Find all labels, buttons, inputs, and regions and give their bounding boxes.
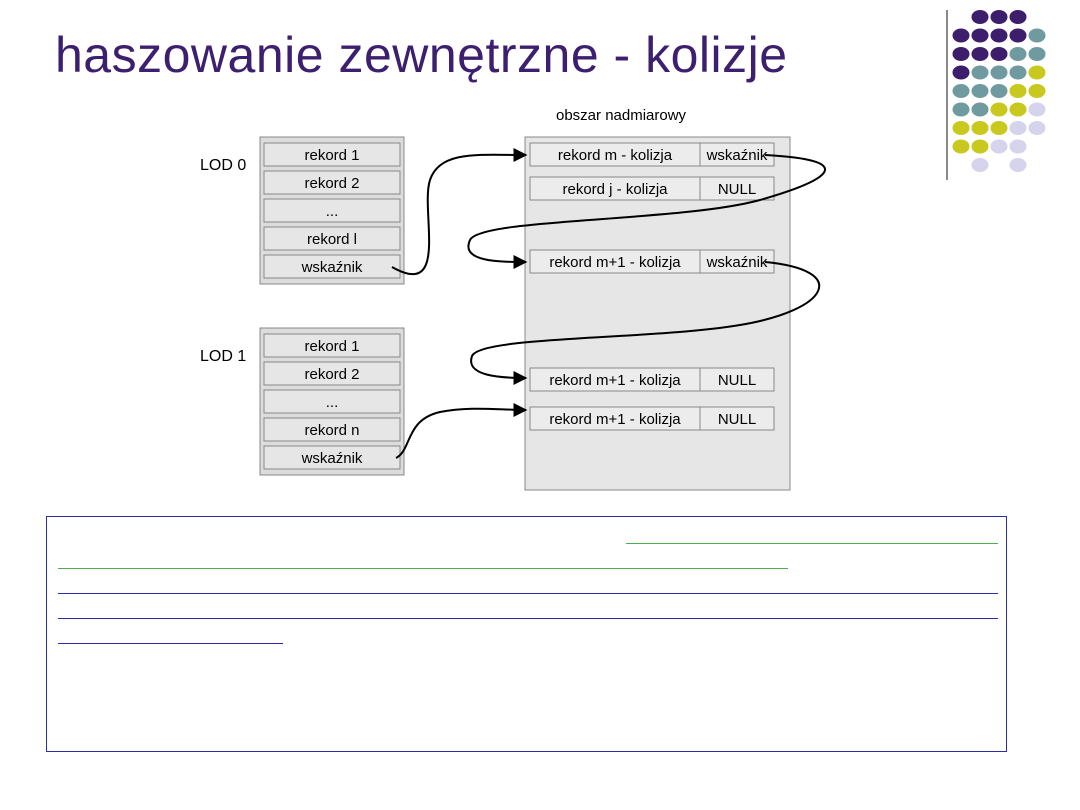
slide-title: haszowanie zewnętrzne - kolizje [55,27,788,83]
lod1-label: LOD 1 [200,348,246,365]
overflow-row-3-pointer [699,367,775,392]
decorative-dot [990,10,1008,24]
arrow-lod1-to-row-4 [395,402,528,459]
arrow-row-2-to-row-3 [470,261,820,385]
lod1-cell-3-text: rekord n [304,422,359,439]
overflow-row-1-pointer-text: NULL [718,181,756,198]
title-divider-line [946,10,948,180]
note-underline-4 [58,643,283,644]
lod0-cell-2 [263,198,401,223]
lod1-cell-2 [263,389,401,414]
decorative-dot [971,28,989,43]
overflow-row-0-pointer [699,142,775,167]
decorative-dot-grid [952,10,1046,172]
decorative-dot [1009,121,1027,135]
decorative-dot [952,139,970,154]
lod0-cell-0-text: rekord 1 [304,147,359,164]
lod0-bucket: rekord 1 rekord 2 ... rekord l wskaźnik [259,136,405,285]
overflow-area: rekord m - kolizja wskaźnik rekord j - k… [524,136,791,491]
overflow-row-3-pointer-text: NULL [718,372,756,389]
overflow-row-4-record-text: rekord m+1 - kolizja [549,411,681,428]
decorative-dot [971,102,989,117]
lod0-cell-4-text: wskaźnik [301,259,363,276]
overflow-row-0-record-text: rekord m - kolizja [558,147,673,164]
lod1-cell-4-text: wskaźnik [301,450,363,467]
decorative-dot [1009,28,1027,43]
lod1-cell-0 [263,333,401,358]
notes-box [46,516,1007,752]
note-underline-2 [58,593,998,594]
decorative-dot [1009,139,1027,154]
overflow-row-0-pointer-text: wskaźnik [706,147,768,164]
note-underline-3 [58,618,998,619]
decorative-dot [1028,84,1046,98]
overflow-row-1-pointer [699,176,775,201]
lod0-cell-2-text: ... [326,203,339,220]
lod0-cell-0 [263,142,401,167]
decorative-dot [952,84,970,98]
lod0-cell-3 [263,226,401,251]
overflow-area-label: obszar nadmiarowy [556,107,687,124]
lod1-bucket: rekord 1 rekord 2 ... rekord n wskaźnik [259,327,405,476]
decorative-dot [990,47,1008,61]
overflow-row-4-pointer-text: NULL [718,411,756,428]
arrow-row-0-to-row-2 [467,154,826,269]
decorative-dot [952,47,970,61]
lod1-cell-0-text: rekord 1 [304,338,359,355]
overflow-row-4-pointer [699,406,775,431]
decorative-dot [971,65,989,80]
hashing-diagram: obszar nadmiarowy LOD 0 rekord 1 rekord … [200,107,826,491]
decorative-dot [971,47,989,61]
overflow-row-3-record-text: rekord m+1 - kolizja [549,372,681,389]
arrow-lod0-to-row-0 [391,147,528,276]
lod0-cell-3-text: rekord l [307,231,357,248]
decorative-dot [1028,121,1046,135]
decorative-dot [971,84,989,98]
decorative-dot [1028,28,1046,43]
decorative-dot [952,28,970,43]
overflow-row-2-pointer-text: wskaźnik [706,254,768,271]
decorative-dot [952,102,970,117]
lod1-cell-2-text: ... [326,394,339,411]
decorative-dot [971,121,989,135]
decorative-dot [1009,65,1027,80]
lod1-cell-1-text: rekord 2 [304,366,359,383]
decorative-dot [1009,158,1027,172]
decorative-dot [952,121,970,135]
note-underline-1b [58,568,788,569]
decorative-dot [1028,65,1046,80]
overflow-row-1-record-text: rekord j - kolizja [562,181,668,198]
lod1-cell-4 [263,445,401,470]
lod0-label: LOD 0 [200,157,246,174]
overflow-row-2-pointer [699,249,775,274]
decorative-dot [990,84,1008,98]
lod0-cell-4 [263,254,401,279]
decorative-dot [990,139,1008,154]
decorative-dot [1028,102,1046,117]
note-underline-1a [626,543,998,544]
decorative-dot [1009,102,1027,117]
lod1-cell-1 [263,361,401,386]
decorative-dot [990,28,1008,43]
lod0-cell-1 [263,170,401,195]
decorative-dot [1009,47,1027,61]
decorative-dot [990,121,1008,135]
decorative-dot [971,10,989,24]
decorative-dot [971,158,989,172]
lod0-cell-1-text: rekord 2 [304,175,359,192]
decorative-dot [971,139,989,154]
lod1-cell-3 [263,417,401,442]
decorative-dot [952,65,970,80]
decorative-dot [1009,84,1027,98]
decorative-dot [1009,10,1027,24]
decorative-dot [1028,47,1046,61]
decorative-dot [990,65,1008,80]
overflow-row-2-record-text: rekord m+1 - kolizja [549,254,681,271]
decorative-dot [990,102,1008,117]
